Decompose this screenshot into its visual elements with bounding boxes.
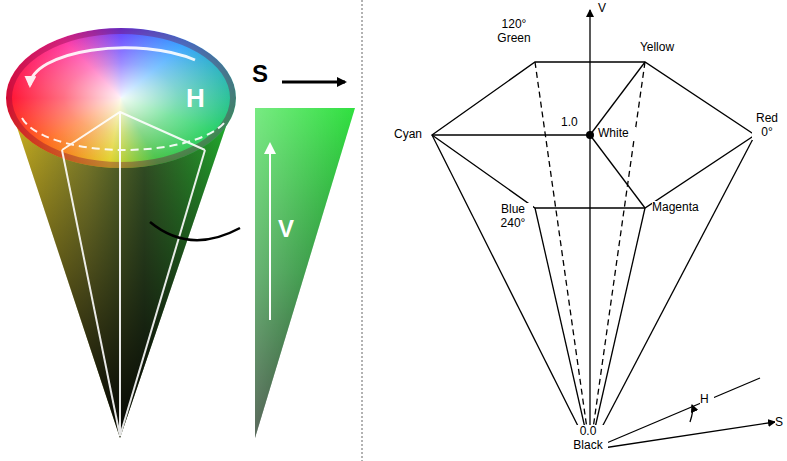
saturation-label: S — [252, 60, 282, 88]
value-label: V — [278, 215, 308, 243]
vertex-label: Cyan — [394, 128, 428, 142]
hue-label: H — [186, 84, 216, 114]
vertex-label: 120° Green — [490, 18, 538, 46]
vertex-label: Red 0° — [752, 112, 782, 140]
axis-label: V — [598, 2, 612, 16]
vertex-label: Yellow — [632, 41, 682, 55]
vertex-label: White — [598, 127, 636, 141]
origin-label: 0.0 Black — [568, 425, 608, 453]
angle-label: H — [700, 393, 714, 407]
vertex-label: Magenta — [652, 201, 704, 215]
vertex-label: Blue 240° — [493, 203, 533, 231]
axis-label: S — [775, 416, 785, 430]
value-tick: 1.0 — [561, 116, 585, 130]
